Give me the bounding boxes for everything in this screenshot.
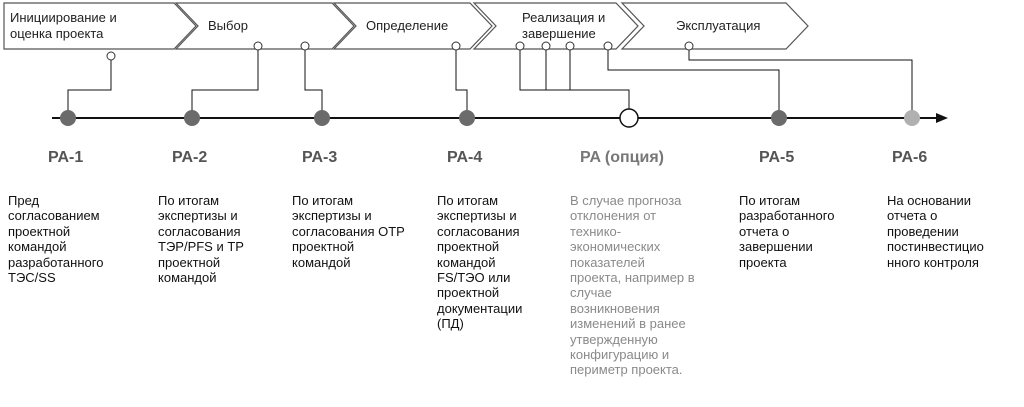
milestone-description: На основании отчета о проведении постинв… <box>887 193 984 270</box>
phase-label: Выбор <box>208 18 248 33</box>
milestone-labels: PA-1 PA-2 PA-3 PA-4 PA (опция) PA-5 PA-6 <box>48 149 927 166</box>
connector-line <box>519 50 630 118</box>
milestone-label: PA-3 <box>302 149 337 166</box>
timeline-arrowhead <box>936 113 948 123</box>
connector-node <box>451 41 461 51</box>
connector-line <box>67 60 112 118</box>
milestone-label: PA-1 <box>48 149 83 166</box>
connector-node <box>684 41 694 51</box>
milestone-marker <box>60 110 76 126</box>
milestone-marker <box>459 110 475 126</box>
connector-node <box>565 41 575 51</box>
phase-label: Определение <box>366 18 448 33</box>
connector-node <box>515 41 525 51</box>
milestone-label: PA-4 <box>447 149 482 166</box>
milestone-description: По итогам разработанного отчета о заверш… <box>739 193 835 270</box>
connector-line <box>304 50 323 118</box>
phase-chevron <box>472 2 639 50</box>
connector-line <box>455 50 468 118</box>
connector-node <box>603 41 613 51</box>
milestone-description: В случае прогноза отклонения от технико-… <box>570 193 695 378</box>
milestone-description: По итогам экспертизы и согласования прое… <box>437 193 523 332</box>
phase-chevron <box>174 2 355 50</box>
milestone-description: По итогам экспертизы и согласования ТЭР/… <box>158 193 244 286</box>
milestone-marker <box>184 110 200 126</box>
phase-chevron <box>3 2 197 50</box>
milestone-label: PA (опция) <box>580 149 664 166</box>
milestone-label: PA-2 <box>172 149 207 166</box>
phase-chevron <box>620 2 809 50</box>
milestone-description: Пред согласованием проектной командой ра… <box>8 193 104 286</box>
connector-node <box>253 41 263 51</box>
connector-line <box>688 50 913 118</box>
milestone-description: По итогам экспертизы и согласования ОТР … <box>292 193 405 270</box>
milestone-marker <box>904 110 920 126</box>
connector-line <box>607 50 780 118</box>
milestone-markers <box>60 108 920 128</box>
milestone-label: PA-5 <box>759 149 794 166</box>
phase-label: Эксплуатация <box>676 18 760 33</box>
connector-node <box>541 41 551 51</box>
phase-chevron <box>332 2 493 50</box>
connector-node <box>106 51 116 61</box>
connector-lines <box>67 41 913 118</box>
milestone-label: PA-6 <box>892 149 927 166</box>
connector-line <box>191 50 259 118</box>
milestone-marker <box>619 108 639 128</box>
connector-node <box>300 41 310 51</box>
milestone-marker <box>314 110 330 126</box>
milestone-marker <box>771 110 787 126</box>
